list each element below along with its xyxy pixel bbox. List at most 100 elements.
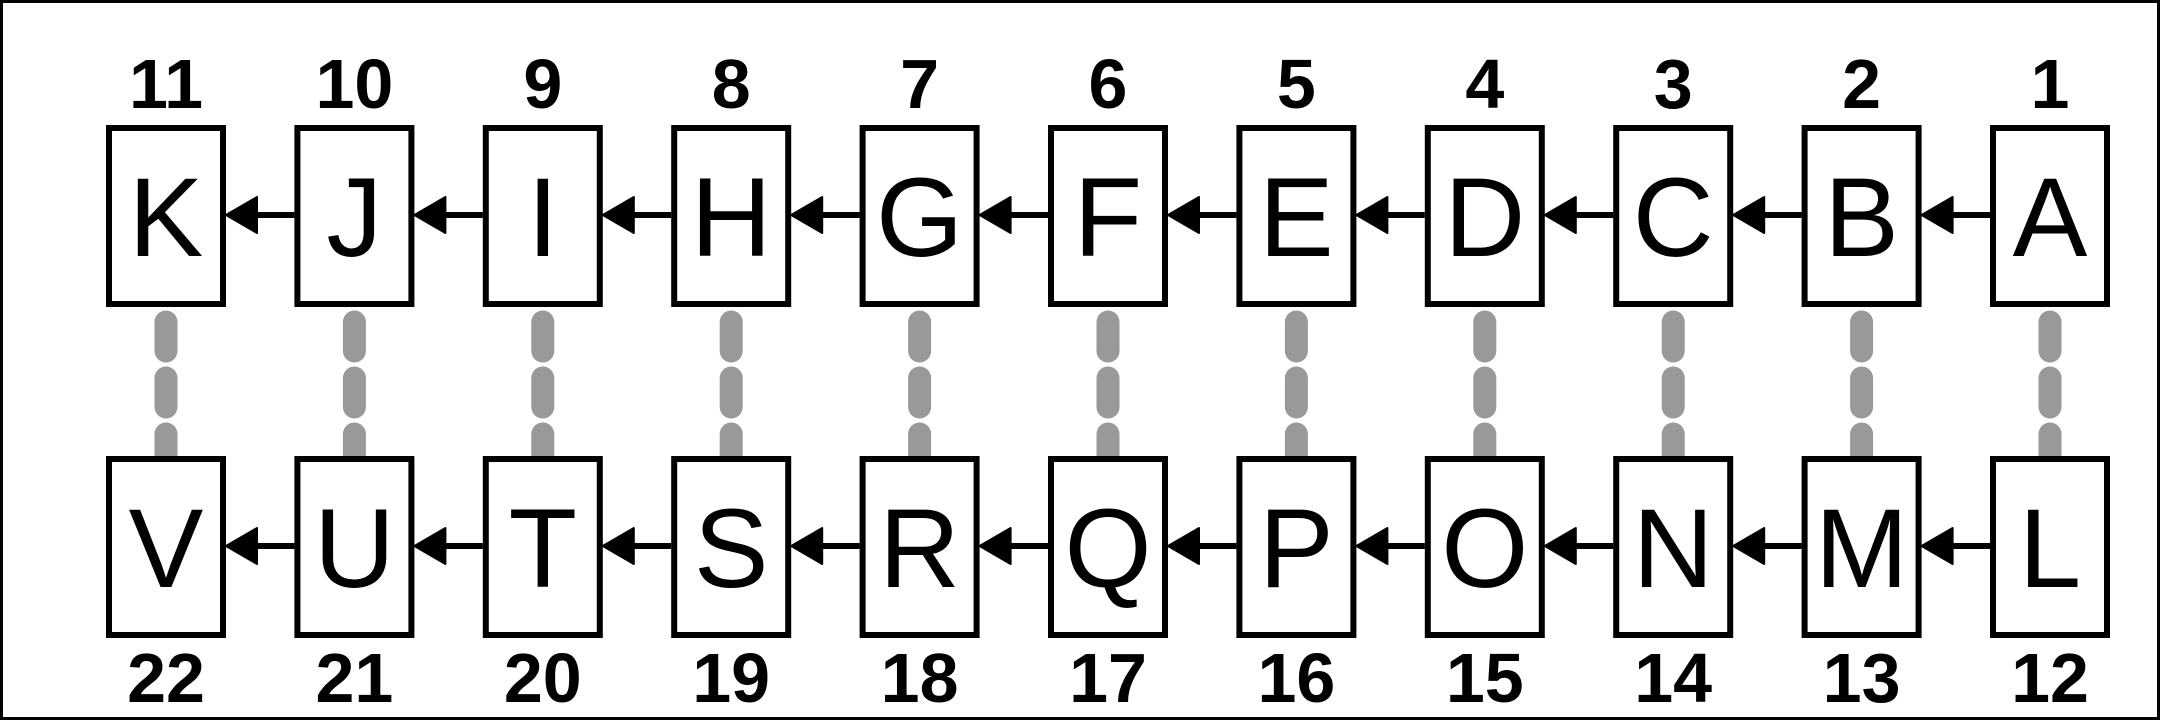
node-letter: S	[694, 486, 769, 611]
arrow-icon	[1355, 196, 1425, 234]
arrow-icon	[978, 527, 1048, 565]
arrow-icon	[1920, 196, 1990, 234]
node-q: Q 17	[1048, 456, 1168, 717]
node-index-label: 3	[1654, 45, 1693, 123]
node-index-label: 11	[129, 45, 203, 123]
node-letter: Q	[1064, 486, 1151, 611]
node-n: N 14	[1613, 456, 1734, 717]
arrow-icon	[225, 527, 295, 565]
node-l: L 12	[1990, 456, 2110, 717]
node-index-label: 7	[900, 45, 939, 123]
node-i: I9	[482, 45, 603, 307]
arrow-icon	[413, 196, 483, 234]
node-f: F6	[1048, 45, 1168, 307]
node-v: V22	[106, 456, 226, 717]
node-box	[1424, 456, 1545, 638]
node-index-label: 10	[315, 45, 393, 123]
node-letter: N	[1633, 486, 1714, 611]
node-index-label: 9	[523, 45, 562, 123]
arrow-icon	[1732, 527, 1802, 565]
node-box	[1236, 125, 1357, 307]
arrow-icon	[1543, 527, 1614, 565]
node-index-label: 16	[1257, 639, 1335, 717]
node-e: E5	[1236, 45, 1357, 307]
node-letter: F	[1074, 155, 1142, 280]
node-letter: C	[1633, 155, 1714, 280]
node-index-label: 8	[712, 45, 751, 123]
node-box	[106, 125, 226, 307]
node-letter: M	[1815, 486, 1908, 611]
node-index-label: 2	[1842, 45, 1881, 123]
node-letter: I	[527, 155, 558, 280]
node-index-label: 12	[2011, 639, 2089, 717]
arrows-layer	[225, 196, 1990, 565]
node-letter: H	[691, 155, 772, 280]
node-box	[294, 456, 415, 638]
node-box	[1048, 456, 1168, 638]
node-p: P 16	[1236, 456, 1357, 717]
arrow-icon	[601, 196, 672, 234]
node-letter: O	[1441, 486, 1528, 611]
node-index-label: 5	[1277, 45, 1316, 123]
node-box	[1236, 456, 1357, 638]
node-index-label: 17	[1069, 639, 1147, 717]
node-letter: T	[509, 486, 577, 611]
node-box	[1613, 125, 1734, 307]
node-box	[1801, 456, 1922, 638]
node-h: H8	[671, 45, 792, 307]
vertical-links-layer	[154, 310, 2062, 482]
node-letter: U	[314, 486, 395, 611]
node-letter: B	[1824, 155, 1899, 280]
node-index-label: 22	[127, 639, 205, 717]
arrow-icon	[1732, 196, 1802, 234]
arrow-icon	[225, 196, 295, 234]
arrow-icon	[1167, 196, 1237, 234]
node-box	[1613, 456, 1734, 638]
node-s: S 19	[671, 456, 792, 717]
arrow-icon	[413, 527, 483, 565]
node-index-label: 15	[1446, 639, 1524, 717]
node-box	[859, 125, 980, 307]
node-index-label: 1	[2031, 45, 2070, 123]
node-letter: L	[2019, 486, 2081, 611]
node-index-label: 19	[692, 639, 770, 717]
node-letter: A	[2013, 155, 2088, 280]
node-box	[1990, 125, 2110, 307]
node-index-label: 6	[1089, 45, 1128, 123]
arrow-icon	[1167, 527, 1237, 565]
node-box	[106, 456, 226, 638]
node-box	[1801, 125, 1922, 307]
node-letter: K	[129, 155, 204, 280]
node-box	[294, 125, 415, 307]
node-box	[671, 456, 792, 638]
node-g: G7	[859, 45, 980, 307]
arrow-icon	[790, 196, 860, 234]
bottom-row: V22 U21 T 20 S 19 R18 Q 17 P 16 O 15 N 14 M 13 L 12	[106, 456, 2110, 717]
node-letter: P	[1259, 486, 1334, 611]
node-box	[1424, 125, 1545, 307]
node-t: T 20	[482, 456, 603, 717]
arrow-icon	[978, 196, 1048, 234]
node-box	[859, 456, 980, 638]
node-a: A1	[1990, 45, 2110, 307]
node-index-label: 14	[1634, 639, 1712, 717]
arrow-icon	[1543, 196, 1614, 234]
node-box	[1048, 125, 1168, 307]
node-box	[1990, 456, 2110, 638]
node-index-label: 20	[504, 639, 582, 717]
node-box	[671, 125, 792, 307]
node-u: U21	[294, 456, 415, 717]
node-c: C3	[1613, 45, 1734, 307]
node-letter: G	[876, 155, 963, 280]
arrow-icon	[790, 527, 860, 565]
node-letter: D	[1444, 155, 1525, 280]
node-j: J 10	[294, 45, 415, 307]
node-r: R18	[859, 456, 980, 717]
node-letter: J	[326, 155, 382, 280]
node-index-label: 13	[1823, 639, 1901, 717]
node-box	[482, 456, 603, 638]
arrow-icon	[1355, 527, 1425, 565]
arrow-icon	[1920, 527, 1990, 565]
